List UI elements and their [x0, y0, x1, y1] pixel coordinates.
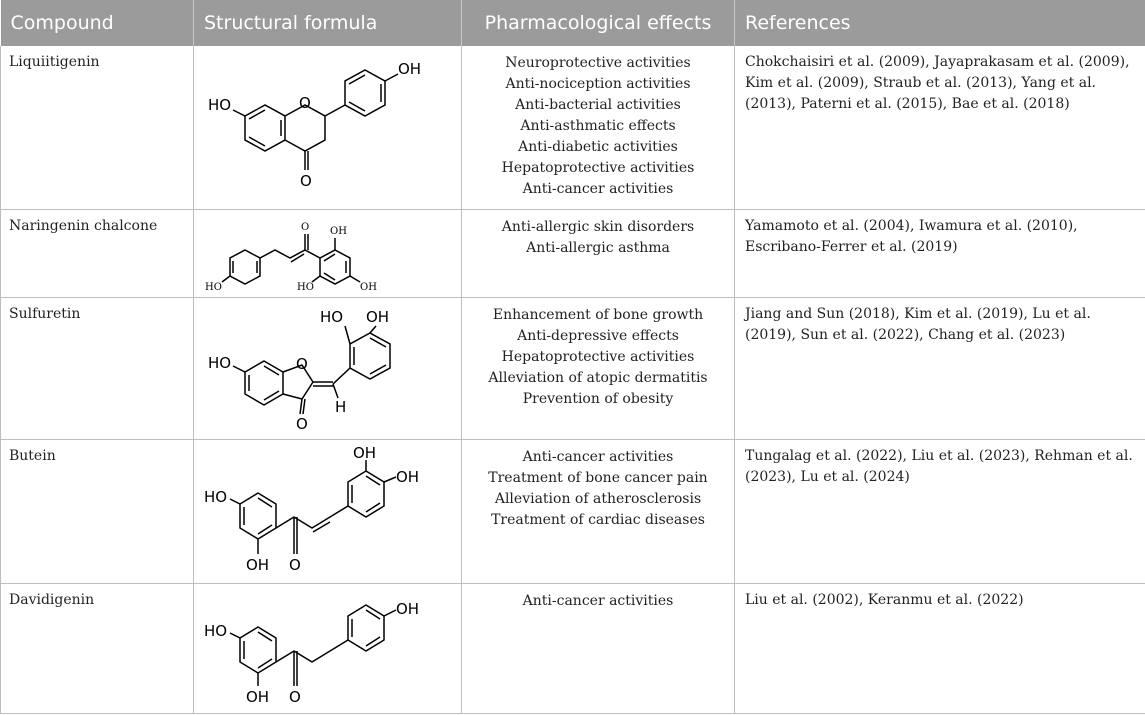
- header-compound: Compound: [0, 0, 194, 46]
- atom-label: OH: [246, 556, 269, 574]
- table-row: Davidigenin OH: [0, 583, 1145, 714]
- atom-label: HO: [297, 282, 314, 293]
- atom-label: OH: [330, 226, 347, 237]
- effect-item: Treatment of cardiac diseases: [491, 511, 705, 528]
- atom-label: O: [296, 415, 308, 433]
- header-references: References: [734, 0, 1145, 46]
- atom-label: HO: [208, 96, 231, 114]
- references-cell: Tungalag et al. (2022), Liu et al. (2023…: [734, 439, 1145, 584]
- structure-cell: HO O OH O: [193, 46, 462, 210]
- effect-item: Anti-cancer activities: [522, 181, 674, 197]
- compound-name: Davidigenin: [0, 583, 194, 714]
- effect-item: Anti-allergic skin disorders: [501, 218, 695, 235]
- atom-label: OH: [396, 600, 419, 618]
- table-row: Sulfuretin: [0, 297, 1145, 440]
- atom-label: HO: [208, 354, 231, 372]
- effect-item: Treatment of bone cancer pain: [488, 469, 708, 486]
- effect-item: Neuroprotective activities: [505, 55, 691, 71]
- atom-label: OH: [246, 688, 269, 706]
- structure-cell: O OH HO HO OH: [193, 209, 462, 298]
- effect-item: Anti-cancer activities: [522, 448, 674, 465]
- davidigenin-structure: OH HO OH O: [204, 600, 419, 706]
- compound-name: Liquiitigenin: [0, 46, 194, 210]
- references-cell: Jiang and Sun (2018), Kim et al. (2019),…: [734, 297, 1145, 440]
- effects-cell: Enhancement of bone growth Anti-depressi…: [461, 297, 735, 440]
- atom-label: HO: [205, 282, 222, 293]
- effect-item: Anti-diabetic activities: [518, 139, 678, 155]
- atom-label: OH: [396, 468, 419, 486]
- effect-item: Prevention of obesity: [522, 390, 674, 407]
- header-effects: Pharmacological effects: [461, 0, 735, 46]
- header-row: Compound Structural formula Pharmacologi…: [0, 0, 1145, 46]
- effect-item: Hepatoprotective activities: [501, 348, 695, 365]
- effect-item: Anti-bacterial activities: [515, 97, 681, 113]
- references-cell: Chokchaisiri et al. (2009), Jayaprakasam…: [734, 46, 1145, 210]
- butein-structure: OH OH HO OH O: [204, 444, 419, 574]
- effect-item: Alleviation of atopic dermatitis: [488, 369, 708, 386]
- atom-label: OH: [366, 308, 389, 326]
- effects-cell: Neuroprotective activities Anti-nocicept…: [461, 46, 735, 210]
- atom-label: O: [300, 172, 312, 190]
- atom-label: O: [299, 94, 311, 112]
- structure-cell: HO OH HO O H O: [193, 297, 462, 440]
- atom-label: O: [296, 355, 308, 373]
- atom-label: OH: [398, 60, 421, 78]
- atom-label: HO: [204, 622, 227, 640]
- compound-name: Sulfuretin: [0, 297, 194, 440]
- effects-cell: Anti-cancer activities Treatment of bone…: [461, 439, 735, 584]
- header-structure: Structural formula: [193, 0, 462, 46]
- atom-label: OH: [353, 444, 376, 462]
- table-row: Liquiitigenin HO: [0, 46, 1145, 210]
- effect-item: Enhancement of bone growth: [492, 306, 704, 323]
- liquiritigenin-structure: HO O OH O: [208, 60, 421, 190]
- effect-item: Anti-cancer activities: [522, 592, 674, 609]
- references-cell: Yamamoto et al. (2004), Iwamura et al. (…: [734, 209, 1145, 298]
- structure-cell: OH OH HO OH O: [193, 439, 462, 584]
- effects-cell: Anti-cancer activities: [461, 583, 735, 714]
- sulfuretin-structure: HO OH HO O H O: [208, 308, 391, 433]
- atom-label: O: [301, 222, 309, 233]
- compound-name: Naringenin chalcone: [0, 209, 194, 298]
- compound-name: Butein: [0, 439, 194, 584]
- effect-item: Anti-asthmatic effects: [520, 118, 676, 134]
- atom-label: HO: [320, 308, 343, 326]
- structure-cell: OH HO OH O: [193, 583, 462, 714]
- effects-cell: Anti-allergic skin disorders Anti-allerg…: [461, 209, 735, 298]
- atom-label: O: [289, 688, 301, 706]
- table-row: Naringenin chalcone: [0, 209, 1145, 298]
- atom-label: H: [335, 398, 346, 416]
- table-row: Butein: [0, 439, 1145, 584]
- naringenin-chalcone-structure: O OH HO HO OH: [205, 222, 377, 293]
- atom-label: HO: [204, 488, 227, 506]
- atom-label: O: [289, 556, 301, 574]
- effect-item: Anti-nociception activities: [505, 76, 691, 92]
- effect-item: Alleviation of atherosclerosis: [494, 490, 702, 507]
- effect-item: Anti-depressive effects: [517, 327, 679, 344]
- effect-item: Anti-allergic asthma: [526, 239, 670, 256]
- references-cell: Liu et al. (2002), Keranmu et al. (2022): [734, 583, 1145, 714]
- atom-label: OH: [360, 282, 377, 293]
- effect-item: Hepatoprotective activities: [501, 160, 695, 176]
